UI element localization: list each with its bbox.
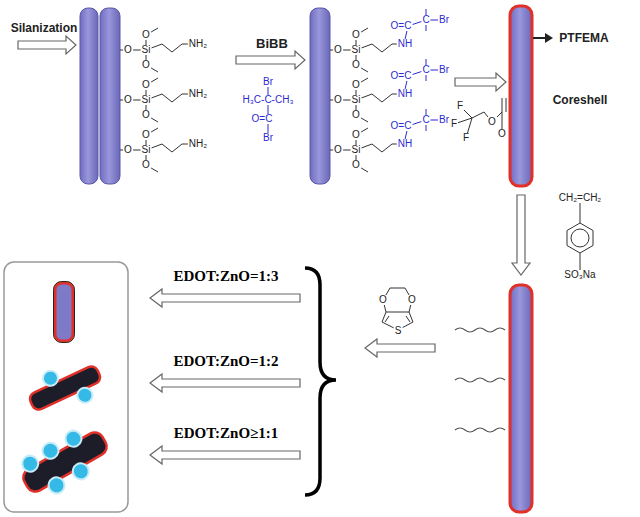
atom-label: O (407, 295, 417, 305)
atom-label: Si (141, 95, 152, 105)
layer-label: PTFEMA (558, 32, 609, 44)
atom-label: S (394, 326, 403, 336)
atom-label: O=C (251, 114, 274, 124)
ratio-label: EDOT:ZnO=1:2 (173, 354, 280, 369)
atom-label: NH₂ (188, 139, 208, 149)
atom-label: O (351, 160, 361, 170)
atom-label: O (123, 45, 133, 55)
atom-label: O (351, 80, 361, 90)
atom-label: O (333, 45, 343, 55)
atom-label: O (141, 130, 151, 140)
atom-label: C (421, 65, 430, 75)
atom-label: O (487, 117, 497, 127)
atom-label: Si (141, 45, 152, 55)
atom-label: O (351, 60, 361, 70)
atom-label: O=C (390, 71, 413, 81)
atom-label: O (141, 160, 151, 170)
atom-label: O (351, 110, 361, 120)
atom-label: Br (262, 77, 274, 87)
atom-label: O=C (390, 21, 413, 31)
ratio-label: EDOT:ZnO≥1:1 (173, 426, 280, 441)
atom-label: Si (351, 45, 362, 55)
step-label: Silanization (10, 22, 79, 34)
atom-label: O (141, 60, 151, 70)
atom-label: O (333, 145, 343, 155)
atom-label: O=C (390, 121, 413, 131)
formula-label: CH₂=CH₂ (558, 193, 603, 203)
atom-label: NH (397, 139, 413, 149)
formula-label: SO₃Na (563, 270, 596, 280)
atom-label: Br (438, 15, 450, 25)
atom-label: Br (438, 65, 450, 75)
step-label: BiBB (255, 37, 289, 50)
atom-label: O (333, 95, 343, 105)
atom-label: H₃C-C-CH₃ (242, 95, 295, 105)
atom-label: NH (397, 89, 413, 99)
atom-label: O (123, 145, 133, 155)
atom-label: NH (397, 39, 413, 49)
atom-label: C (421, 115, 430, 125)
atom-label: Br (438, 115, 450, 125)
atom-label: O (123, 95, 133, 105)
atom-label: F (450, 119, 458, 129)
atom-label: Br (262, 133, 274, 143)
atom-label: F (456, 101, 464, 111)
atom-label: C (421, 15, 430, 25)
atom-label: Si (141, 145, 152, 155)
atom-label: F (462, 133, 470, 143)
atom-label: O (351, 130, 361, 140)
atom-label: NH₂ (188, 39, 208, 49)
atom-label: O (351, 30, 361, 40)
atom-label: O (497, 129, 507, 139)
atom-label: NH₂ (188, 89, 208, 99)
atom-label: O (378, 295, 388, 305)
atom-label: Si (351, 145, 362, 155)
structure-label: Coreshell (552, 94, 609, 106)
atom-label: O (141, 30, 151, 40)
ratio-label: EDOT:ZnO=1:3 (173, 269, 280, 284)
atom-label: Si (351, 95, 362, 105)
atom-label: O (141, 80, 151, 90)
atom-label: O (141, 110, 151, 120)
